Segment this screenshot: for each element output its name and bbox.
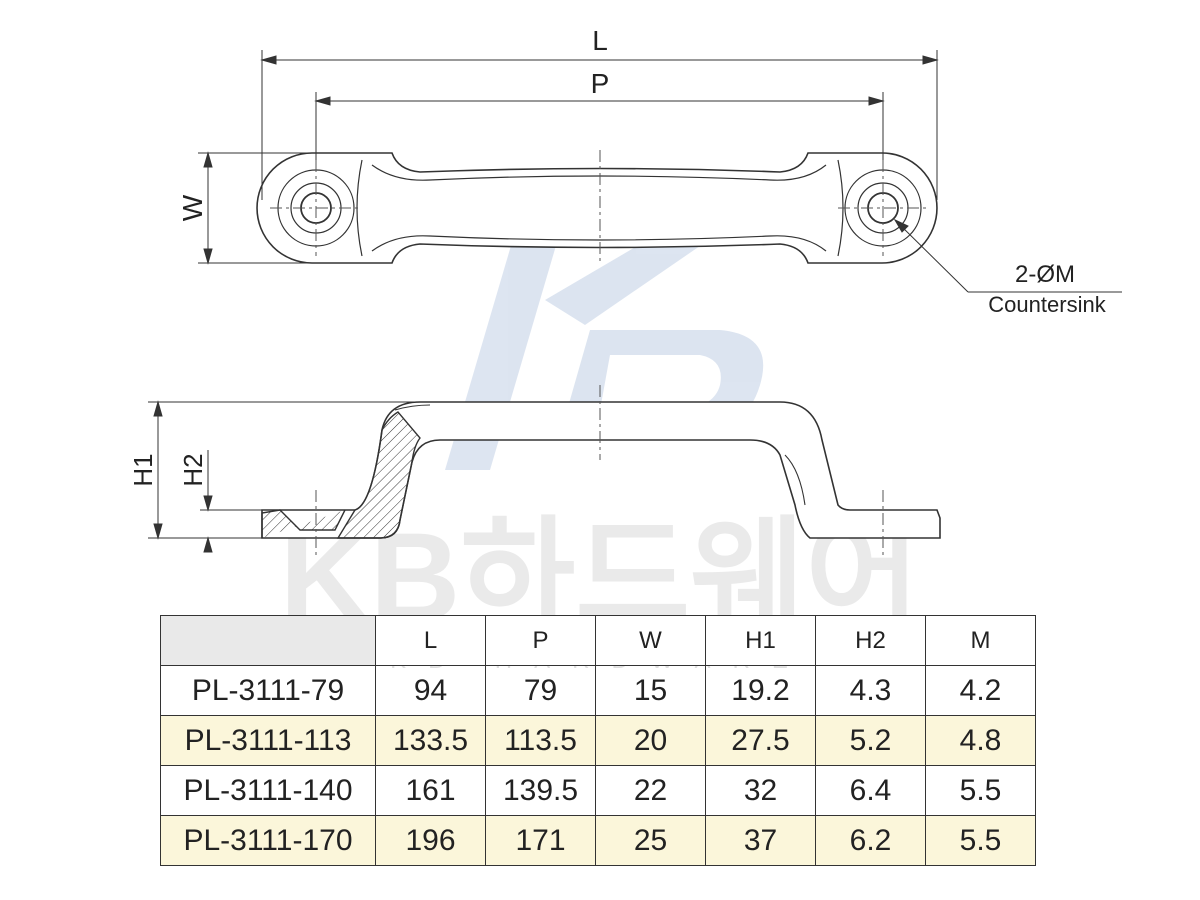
header-h2: H2 <box>815 615 926 666</box>
value-cell: 6.4 <box>815 765 926 816</box>
value-cell: 113.5 <box>485 715 596 766</box>
header-blank-cell <box>160 615 376 666</box>
value-cell: 94 <box>375 665 486 716</box>
value-cell: 196 <box>375 815 486 866</box>
dimension-l <box>260 50 939 200</box>
value-cell: 19.2 <box>705 665 816 716</box>
dimension-h2-label: H2 <box>178 453 208 486</box>
dimension-w <box>198 151 312 265</box>
value-cell: 133.5 <box>375 715 486 766</box>
dimension-w-label: W <box>177 194 208 221</box>
centerlines-top <box>270 150 930 262</box>
table-row: PL-3111-140 161 139.5 22 32 6.4 5.5 <box>160 765 1036 816</box>
value-cell: 6.2 <box>815 815 926 866</box>
header-l: L <box>375 615 486 666</box>
value-cell: 5.5 <box>925 765 1036 816</box>
value-cell: 5.5 <box>925 815 1036 866</box>
table-row: PL-3111-113 133.5 113.5 20 27.5 5.2 4.8 <box>160 715 1036 766</box>
value-cell: 161 <box>375 765 486 816</box>
value-cell: 4.2 <box>925 665 1036 716</box>
header-m: M <box>925 615 1036 666</box>
header-w: W <box>595 615 706 666</box>
value-cell: 27.5 <box>705 715 816 766</box>
dimension-p <box>314 92 885 160</box>
value-cell: 4.8 <box>925 715 1036 766</box>
hole-note-label: Countersink <box>988 292 1106 317</box>
model-cell: PL-3111-140 <box>160 765 376 816</box>
table-row: PL-3111-79 94 79 15 19.2 4.3 4.2 <box>160 665 1036 716</box>
table-row: PL-3111-170 196 171 25 37 6.2 5.5 <box>160 815 1036 866</box>
model-cell: PL-3111-79 <box>160 665 376 716</box>
value-cell: 37 <box>705 815 816 866</box>
spec-table-header-row: L P W H1 H2 M <box>160 615 1036 666</box>
header-p: P <box>485 615 596 666</box>
dimension-h1 <box>148 400 420 540</box>
value-cell: 4.3 <box>815 665 926 716</box>
handle-side-view <box>261 401 941 539</box>
handle-top-view <box>256 152 938 264</box>
value-cell: 15 <box>595 665 706 716</box>
hole-leader <box>893 218 1122 293</box>
value-cell: 22 <box>595 765 706 816</box>
value-cell: 32 <box>705 765 816 816</box>
model-cell: PL-3111-113 <box>160 715 376 766</box>
value-cell: 171 <box>485 815 596 866</box>
dimension-h2 <box>200 450 262 553</box>
value-cell: 139.5 <box>485 765 596 816</box>
value-cell: 5.2 <box>815 715 926 766</box>
model-cell: PL-3111-170 <box>160 815 376 866</box>
dimension-h1-label: H1 <box>128 453 158 486</box>
spec-table: L P W H1 H2 M PL-3111-79 94 79 15 19.2 4… <box>160 615 1036 866</box>
dimension-l-label: L <box>592 25 608 56</box>
value-cell: 25 <box>595 815 706 866</box>
value-cell: 79 <box>485 665 596 716</box>
hole-spec-label: 2-ØM <box>1015 261 1075 288</box>
header-h1: H1 <box>705 615 816 666</box>
value-cell: 20 <box>595 715 706 766</box>
centerlines-side <box>315 385 884 555</box>
dimension-p-label: P <box>591 68 610 99</box>
